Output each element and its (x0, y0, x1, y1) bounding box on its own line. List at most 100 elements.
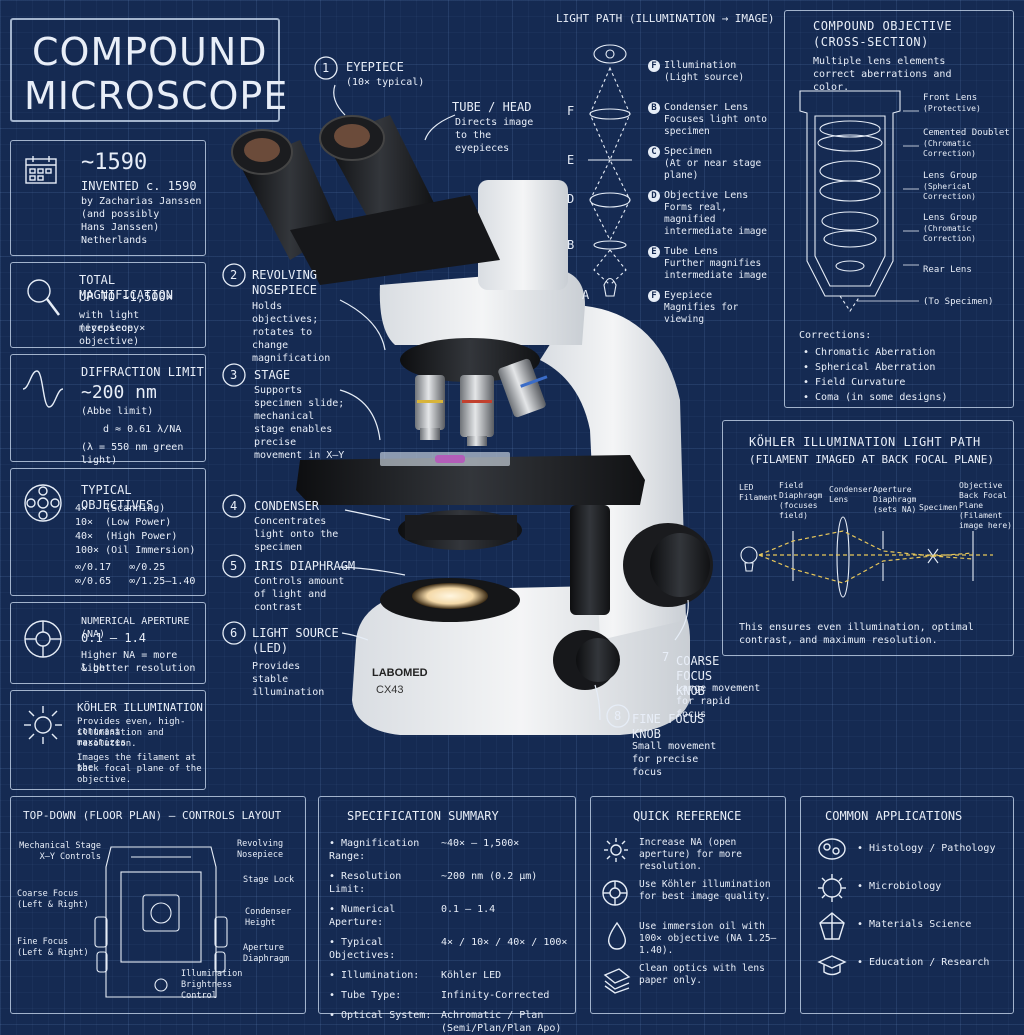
lightpath-item-title: Illumination (664, 60, 737, 71)
quickref-items: Increase NA (open aperture) for more res… (639, 837, 781, 1005)
na-head: NUMERICAL APERTURE (NA) (81, 616, 190, 640)
magnifier-icon (27, 279, 60, 316)
diffraction-line-2: d ≈ 0.61 λ/NA (103, 424, 182, 435)
objectives-head: TYPICAL OBJECTIVES (81, 483, 154, 512)
objectives-line-5: ∞/0.17 ∞/0.25 (75, 562, 166, 573)
fp-label-aperture: Aperture Diaphragm (243, 943, 290, 964)
lightpath-item-desc: (Light source) (664, 72, 745, 83)
spec-row: • Resolution Limit:~200 nm (0.2 µm) (329, 870, 573, 896)
spec-row: • Numerical Aperture:0.1 – 1.4 (329, 903, 573, 929)
correction-item: • Coma (in some designs) (803, 392, 948, 403)
callout-stage-title: STAGE (254, 368, 291, 382)
objective-label-desc: (Spherical Correction) (923, 182, 976, 201)
objective-title: COMPOUND OBJECTIVE (813, 19, 953, 33)
spec-row: • Tube Type:Infinity-Corrected (329, 989, 573, 1002)
specs-table: • Magnification Range:~40× – 1,500× • Res… (329, 837, 573, 1035)
floorplan-panel: TOP-DOWN (FLOOR PLAN) – CONTROLS LAYOUT … (10, 796, 306, 1014)
applications-panel: COMMON APPLICATIONS • Histology / Pathol… (800, 796, 1014, 1014)
lightpath-item-title: Tube Lens (664, 246, 719, 257)
callout-condenser-title: CONDENSER (254, 499, 320, 513)
corrections-title: Corrections: (799, 330, 872, 341)
spec-key: • Illumination: (329, 970, 420, 981)
callout-8-num: 8 (614, 709, 622, 723)
kohler-fact-line-4: Images the filament at the (77, 753, 197, 773)
wave-icon (22, 370, 64, 408)
callout-eyepiece-title: EYEPIECE (346, 60, 404, 74)
callout-tube-desc: Directs image to the eyepieces (455, 117, 534, 154)
spec-row: • Typical Objectives:4× / 10× / 40× / 10… (329, 936, 573, 962)
objective-label-title: Cemented Doublet (923, 128, 1010, 138)
callout-1-num: 1 (322, 61, 330, 75)
objective-cross-section (799, 90, 901, 312)
objective-panel: COMPOUND OBJECTIVE (CROSS-SECTION) Multi… (784, 10, 1014, 408)
kohler-fact-line-6: objective. (77, 775, 132, 785)
quickref-title: QUICK REFERENCE (633, 809, 742, 823)
spec-key: • Optical System: (329, 1010, 432, 1021)
callout-fine-desc: Small movement for precise focus (632, 741, 717, 778)
fact-box-invented: ~1590 INVENTED c. 1590 by Zacharias Jans… (10, 140, 206, 256)
brand-name: LABOMED (372, 667, 428, 679)
objective-label-desc: (Protective) (923, 104, 981, 113)
application-item: • Microbiology (857, 881, 942, 892)
lightpath-title: LIGHT PATH (ILLUMINATION → IMAGE) (556, 12, 775, 25)
application-item: • Education / Research (857, 957, 990, 968)
magnification-line-2: (eyepiece × objective) (79, 323, 146, 347)
objective-label-title: Front Lens (923, 93, 978, 103)
callout-nosepiece-title: REVOLVING NOSEPIECE (252, 268, 318, 297)
callout-stage-desc: Supports specimen slide; mechanical stag… (254, 385, 345, 461)
grad-cap-icon (817, 955, 847, 976)
spec-row: • Magnification Range:~40× – 1,500× (329, 837, 573, 863)
kohler-panel: KÖHLER ILLUMINATION LIGHT PATH (FILAMENT… (722, 420, 1014, 656)
objective-label: Lens Group(Spherical Correction) (923, 171, 1015, 202)
lightpath-badge: F (648, 290, 660, 302)
paper-icon (603, 968, 631, 994)
spec-value: 0.1 – 1.4 (441, 904, 496, 915)
objective-subtitle: (CROSS-SECTION) (813, 35, 929, 49)
crystal-icon (819, 912, 845, 940)
application-item: • Materials Science (857, 919, 972, 930)
diffraction-value: ~200 nm (81, 382, 157, 403)
objective-desc: Multiple lens elements correct aberratio… (813, 56, 952, 93)
fp-label-nosepiece: Revolving Nosepiece (237, 839, 284, 860)
lightpath-axis-letter-f: F (567, 104, 575, 118)
magnification-value: UP TO ~1,500× (79, 290, 173, 304)
callout-iris-title: IRIS DIAPHRAGM (254, 559, 356, 573)
page-title-line1: COMPOUND (32, 30, 268, 74)
diffraction-line-3: (λ = 550 nm green light) (81, 442, 184, 466)
correction-item: • Spherical Aberration (803, 362, 936, 373)
objective-label-desc: (Chromatic Correction) (923, 139, 976, 158)
spec-value: Achromatic / Plan (Semi/Plan/Plan Apo) (441, 1010, 562, 1034)
na-line-1: Higher NA = more light (81, 650, 178, 674)
kohler-label-aperture: Aperture Diaphragm (sets NA) (873, 485, 917, 514)
diffraction-line-1: (Abbe limit) (81, 406, 154, 417)
trinocular-port (478, 180, 568, 290)
microbe-icon (818, 874, 846, 902)
application-item: • Histology / Pathology (857, 843, 996, 854)
fp-label-condenser: Condenser Height (245, 907, 292, 928)
droplet-icon (607, 921, 627, 950)
objectives-line-3: 40× (High Power) (75, 531, 178, 542)
lightpath-item-desc: (At or near stage plane) (664, 158, 762, 181)
specimen-sample (435, 455, 465, 463)
lightpath-item-desc: Focuses light onto specimen (664, 114, 767, 137)
callout-light-desc: Provides stable illumination (252, 661, 325, 698)
lightpath-item-title: Objective Lens (664, 190, 749, 201)
invented-line-3: (and possibly (81, 209, 160, 220)
invented-year: ~1590 (81, 150, 148, 175)
stage-controls (570, 505, 610, 615)
spec-key: • Typical Objectives: (329, 937, 396, 961)
lightpath-item-desc: Magnifies for viewing (664, 302, 739, 325)
callout-light-title: LIGHT SOURCE (LED) (252, 626, 339, 655)
quickref-item: Use immersion oil with 100× objective (N… (639, 921, 777, 956)
binocular-body (290, 195, 500, 285)
lightpath-badge: D (648, 190, 660, 202)
spec-value: ~200 nm (0.2 µm) (441, 871, 538, 882)
objective-label: Front Lens(Protective) (923, 93, 1015, 114)
spec-value: Köhler LED (441, 970, 502, 981)
callout-7-num: 7 (662, 650, 670, 664)
mechanical-stage (296, 455, 645, 505)
